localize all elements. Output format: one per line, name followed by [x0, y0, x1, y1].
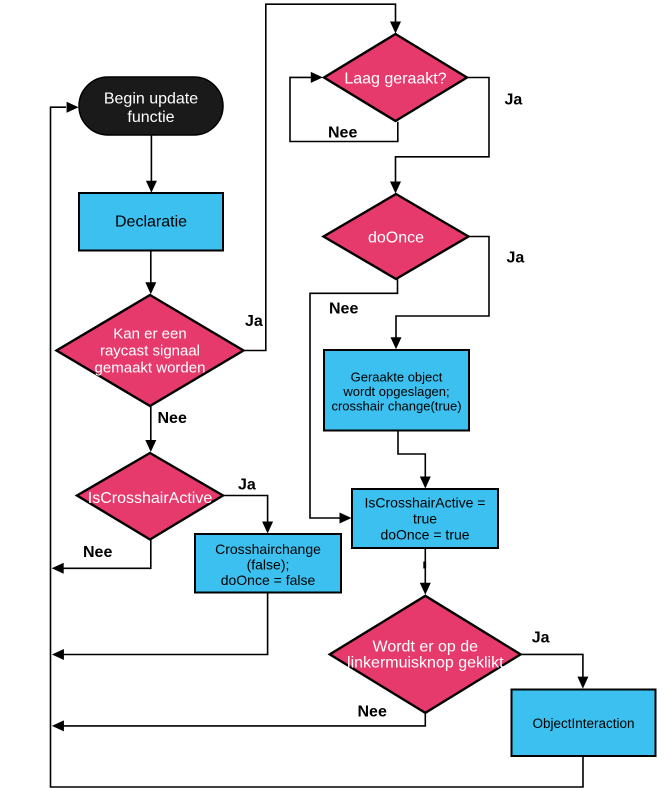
svg-text:Ja: Ja: [505, 92, 523, 109]
svg-text:(false);: (false);: [247, 557, 290, 573]
svg-text:ObjectInteraction: ObjectInteraction: [532, 716, 634, 731]
svg-text:Kan er een: Kan er een: [113, 326, 186, 343]
svg-text:Nee: Nee: [83, 544, 112, 561]
svg-text:linkermuisknop geklikt: linkermuisknop geklikt: [347, 655, 504, 672]
svg-text:Nee: Nee: [329, 301, 358, 318]
svg-text:Crosshairchange: Crosshairchange: [215, 541, 321, 557]
svg-text:IsCrosshairActive: IsCrosshairActive: [88, 490, 213, 507]
svg-text:wordt opgeslagen;: wordt opgeslagen;: [342, 384, 449, 399]
svg-text:IsCrosshairActive =: IsCrosshairActive =: [365, 495, 486, 511]
svg-text:Begin update: Begin update: [104, 91, 198, 108]
svg-text:doOnce: doOnce: [368, 230, 424, 247]
svg-text:doOnce = true: doOnce = true: [380, 527, 469, 543]
svg-text:crosshair change(true): crosshair change(true): [331, 399, 461, 414]
svg-text:Nee: Nee: [328, 125, 357, 142]
svg-text:Ja: Ja: [507, 250, 525, 267]
svg-text:Wordt er op de: Wordt er op de: [373, 639, 479, 656]
svg-text:Ja: Ja: [532, 630, 550, 647]
svg-text:Nee: Nee: [358, 704, 387, 721]
svg-text:functie: functie: [127, 109, 174, 126]
svg-text:Ja: Ja: [245, 313, 263, 330]
svg-text:Ja: Ja: [238, 477, 256, 494]
svg-text:true: true: [413, 511, 437, 527]
svg-text:Laag geraakt?: Laag geraakt?: [344, 71, 446, 88]
svg-text:Declaratie: Declaratie: [115, 214, 187, 231]
svg-text:doOnce = false: doOnce = false: [221, 572, 316, 588]
svg-text:raycast signaal: raycast signaal: [100, 343, 200, 360]
svg-text:Geraakte object: Geraakte object: [351, 370, 443, 385]
svg-text:gemaakt worden: gemaakt worden: [95, 360, 206, 377]
svg-text:Nee: Nee: [158, 410, 187, 427]
